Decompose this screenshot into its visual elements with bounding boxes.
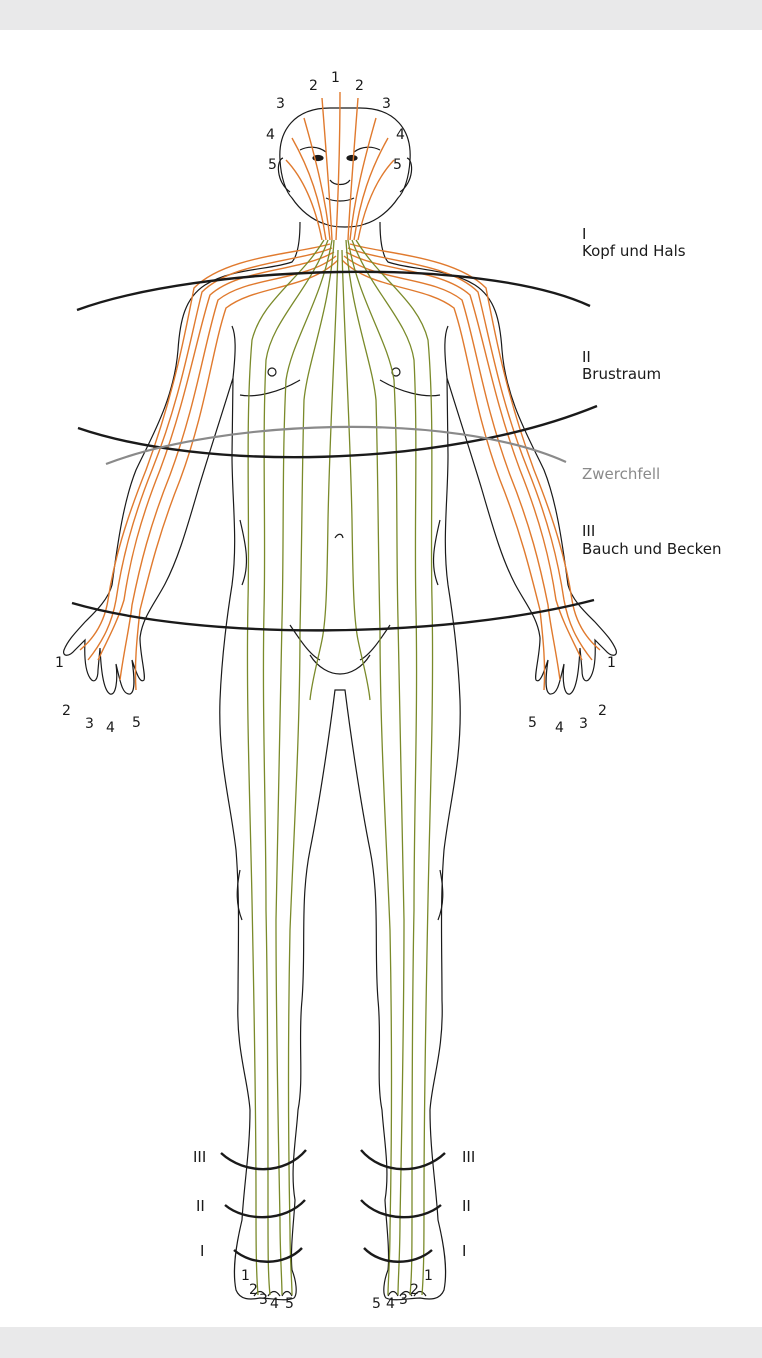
right-hand-4: 4 xyxy=(555,720,564,736)
region-1-name: Kopf und Hals xyxy=(582,242,686,260)
head-outline xyxy=(280,108,410,227)
left-foot-zone-2-label: II xyxy=(196,1197,205,1215)
zone-lines xyxy=(72,272,597,1262)
right-foot-zone-1 xyxy=(364,1248,432,1262)
left-hand-3: 3 xyxy=(85,716,94,732)
left-hand-5: 5 xyxy=(132,715,141,731)
region-2-name: Brustraum xyxy=(582,365,661,383)
left-nipple xyxy=(268,368,276,376)
left-foot-zone-2 xyxy=(225,1200,305,1217)
right-hand-3: 3 xyxy=(579,716,588,732)
lower-meridians xyxy=(247,240,432,1295)
right-hand-5: 5 xyxy=(528,715,537,731)
diaphragm-line xyxy=(106,427,566,464)
right-toe-5: 5 xyxy=(372,1296,381,1312)
diaphragm-label: Zwerchfell xyxy=(582,465,660,483)
right-toe-4: 4 xyxy=(386,1296,395,1312)
region-3-name: Bauch und Becken xyxy=(582,540,721,558)
left-hand-4: 4 xyxy=(106,720,115,736)
head-right-3: 3 xyxy=(382,96,391,112)
right-hand-2: 2 xyxy=(598,703,607,719)
zone-line-pelvis xyxy=(72,600,594,630)
right-waist xyxy=(434,520,440,585)
right-inner-arm xyxy=(445,326,448,378)
crotch xyxy=(310,655,370,674)
head-left-3: 3 xyxy=(276,96,285,112)
right-toe-2: 2 xyxy=(410,1282,419,1298)
region-1-numeral: I xyxy=(582,225,586,243)
head-number-1: 1 xyxy=(331,70,340,86)
zone-line-neck xyxy=(77,272,590,310)
right-foot-zone-2-label: II xyxy=(462,1197,471,1215)
head-left-5: 5 xyxy=(268,157,277,173)
left-toe-5: 5 xyxy=(285,1296,294,1312)
left-foot-zone-3-label: III xyxy=(193,1148,206,1166)
right-foot-zone-3-label: III xyxy=(462,1148,475,1166)
right-eye xyxy=(347,156,357,161)
right-foot-zone-2 xyxy=(361,1200,441,1217)
head-right-4: 4 xyxy=(396,127,405,143)
left-hand-1: 1 xyxy=(55,655,64,671)
left-hand-2: 2 xyxy=(62,703,71,719)
navel xyxy=(335,534,343,538)
head-left-4: 4 xyxy=(266,127,275,143)
nose xyxy=(330,180,350,185)
right-toe-3: 3 xyxy=(399,1292,408,1308)
right-foot-zone-1-label: I xyxy=(462,1242,466,1260)
left-waist xyxy=(240,520,246,585)
right-hand-1: 1 xyxy=(607,655,616,671)
head-right-2: 2 xyxy=(355,78,364,94)
right-toe-1: 1 xyxy=(424,1268,433,1284)
left-toe-3: 3 xyxy=(259,1292,268,1308)
head-right-5: 5 xyxy=(393,157,402,173)
head-left-2: 2 xyxy=(309,78,318,94)
upper-meridians xyxy=(80,92,600,690)
left-toe-4: 4 xyxy=(270,1296,279,1312)
torso-outline xyxy=(64,222,617,1300)
left-inner-arm xyxy=(232,326,235,378)
region-3-numeral: III xyxy=(582,522,595,540)
region-2-numeral: II xyxy=(582,348,591,366)
left-toe-2: 2 xyxy=(249,1282,258,1298)
left-foot-zone-1-label: I xyxy=(200,1242,204,1260)
